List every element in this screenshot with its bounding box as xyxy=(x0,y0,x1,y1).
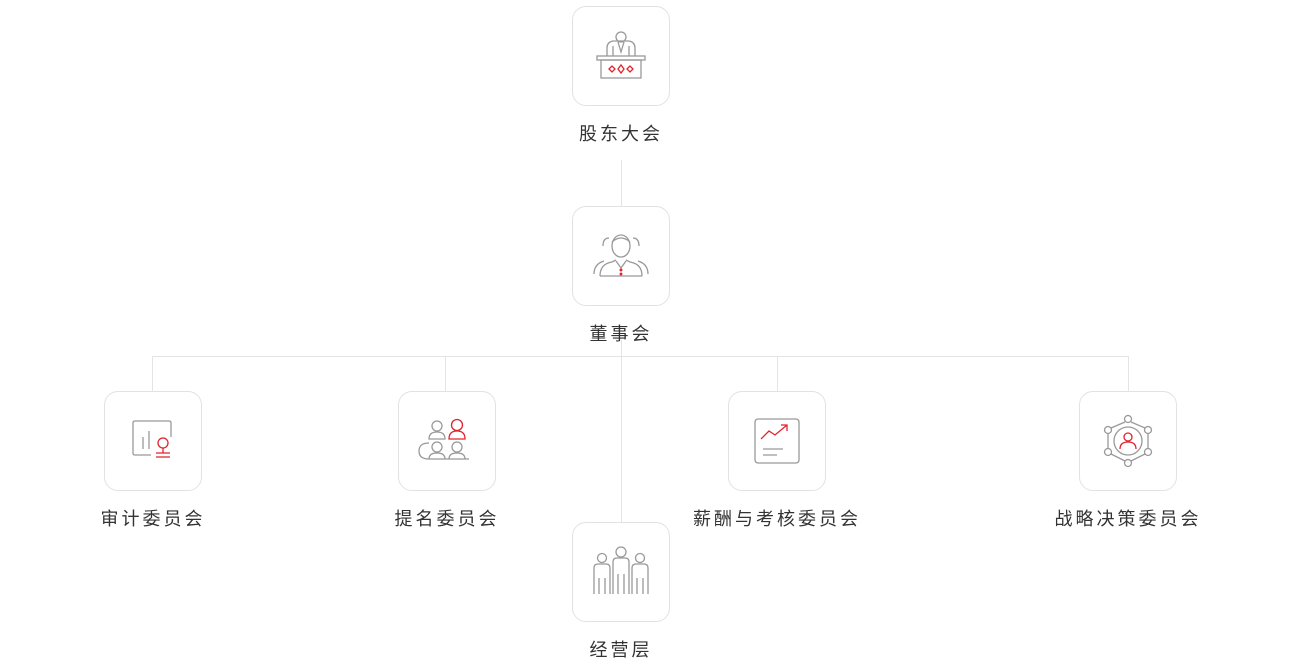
podium-speaker-icon xyxy=(596,31,646,79)
connector-audit xyxy=(152,356,153,392)
management-icon-box[interactable] xyxy=(572,522,670,622)
strategy-node[interactable]: 战略决策委员会 xyxy=(1018,391,1238,531)
connector-strategy xyxy=(1128,356,1129,392)
strategy-icon-box[interactable] xyxy=(1079,391,1177,491)
audit-node[interactable]: 审计委员会 xyxy=(43,391,263,531)
nomination-label: 提名委员会 xyxy=(394,509,500,530)
nomination-node[interactable]: 提名委员会 xyxy=(337,391,557,531)
network-person-icon xyxy=(1103,414,1153,468)
management-node[interactable]: 经营层 xyxy=(511,522,731,662)
board-members-icon xyxy=(593,234,649,277)
connector-nomination xyxy=(445,356,446,392)
nomination-people-icon xyxy=(418,418,469,460)
connector-committees-horizontal xyxy=(152,356,1129,357)
connector-board-management xyxy=(621,340,622,523)
management-label: 经营层 xyxy=(589,640,653,661)
compensation-node[interactable]: 薪酬与考核委员会 xyxy=(667,391,887,531)
shareholders-node[interactable]: 股东大会 xyxy=(511,6,731,146)
nomination-icon-box[interactable] xyxy=(398,391,496,491)
audit-icon-box[interactable] xyxy=(104,391,202,491)
board-icon-box[interactable] xyxy=(572,206,670,306)
strategy-label: 战略决策委员会 xyxy=(1054,509,1202,530)
management-team-icon xyxy=(593,546,649,594)
compensation-label: 薪酬与考核委员会 xyxy=(693,509,861,530)
board-node[interactable]: 董事会 xyxy=(511,206,731,346)
growth-chart-icon xyxy=(754,418,800,464)
connector-compensation xyxy=(777,356,778,392)
shareholders-icon-box[interactable] xyxy=(572,6,670,106)
connector-shareholders-board xyxy=(621,160,622,207)
audit-label: 审计委员会 xyxy=(100,509,206,530)
compensation-icon-box[interactable] xyxy=(728,391,826,491)
audit-board-icon xyxy=(132,420,172,458)
shareholders-label: 股东大会 xyxy=(579,124,663,145)
board-label: 董事会 xyxy=(589,324,653,345)
